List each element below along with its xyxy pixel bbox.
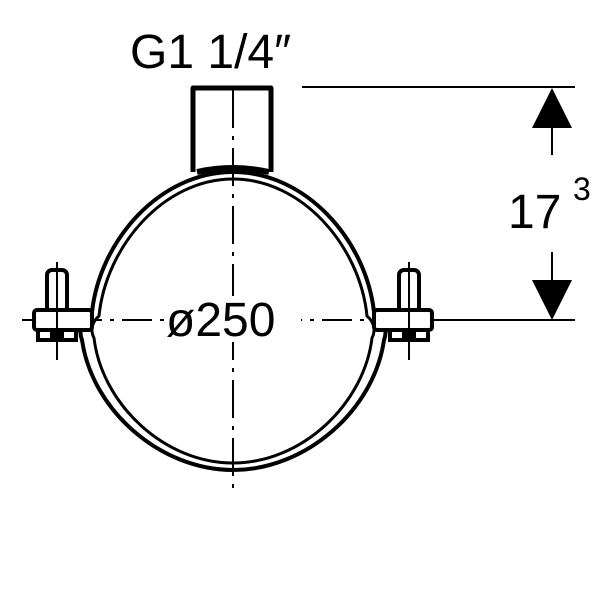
height-dimension-superscript: 3: [573, 171, 591, 207]
arrow-up-icon: [532, 88, 572, 128]
diameter-label: ø250: [166, 294, 275, 347]
thread-label: G1 1/4″: [130, 26, 291, 79]
clamp-ring-inner: [90, 177, 376, 465]
threaded-outlet: [190, 85, 274, 172]
height-dimension-value: 17: [508, 186, 561, 239]
left-bolt: [32, 268, 94, 342]
right-bolt: [372, 268, 434, 342]
clamp-ring-outer: [78, 169, 388, 473]
arrow-down-icon: [532, 280, 572, 320]
